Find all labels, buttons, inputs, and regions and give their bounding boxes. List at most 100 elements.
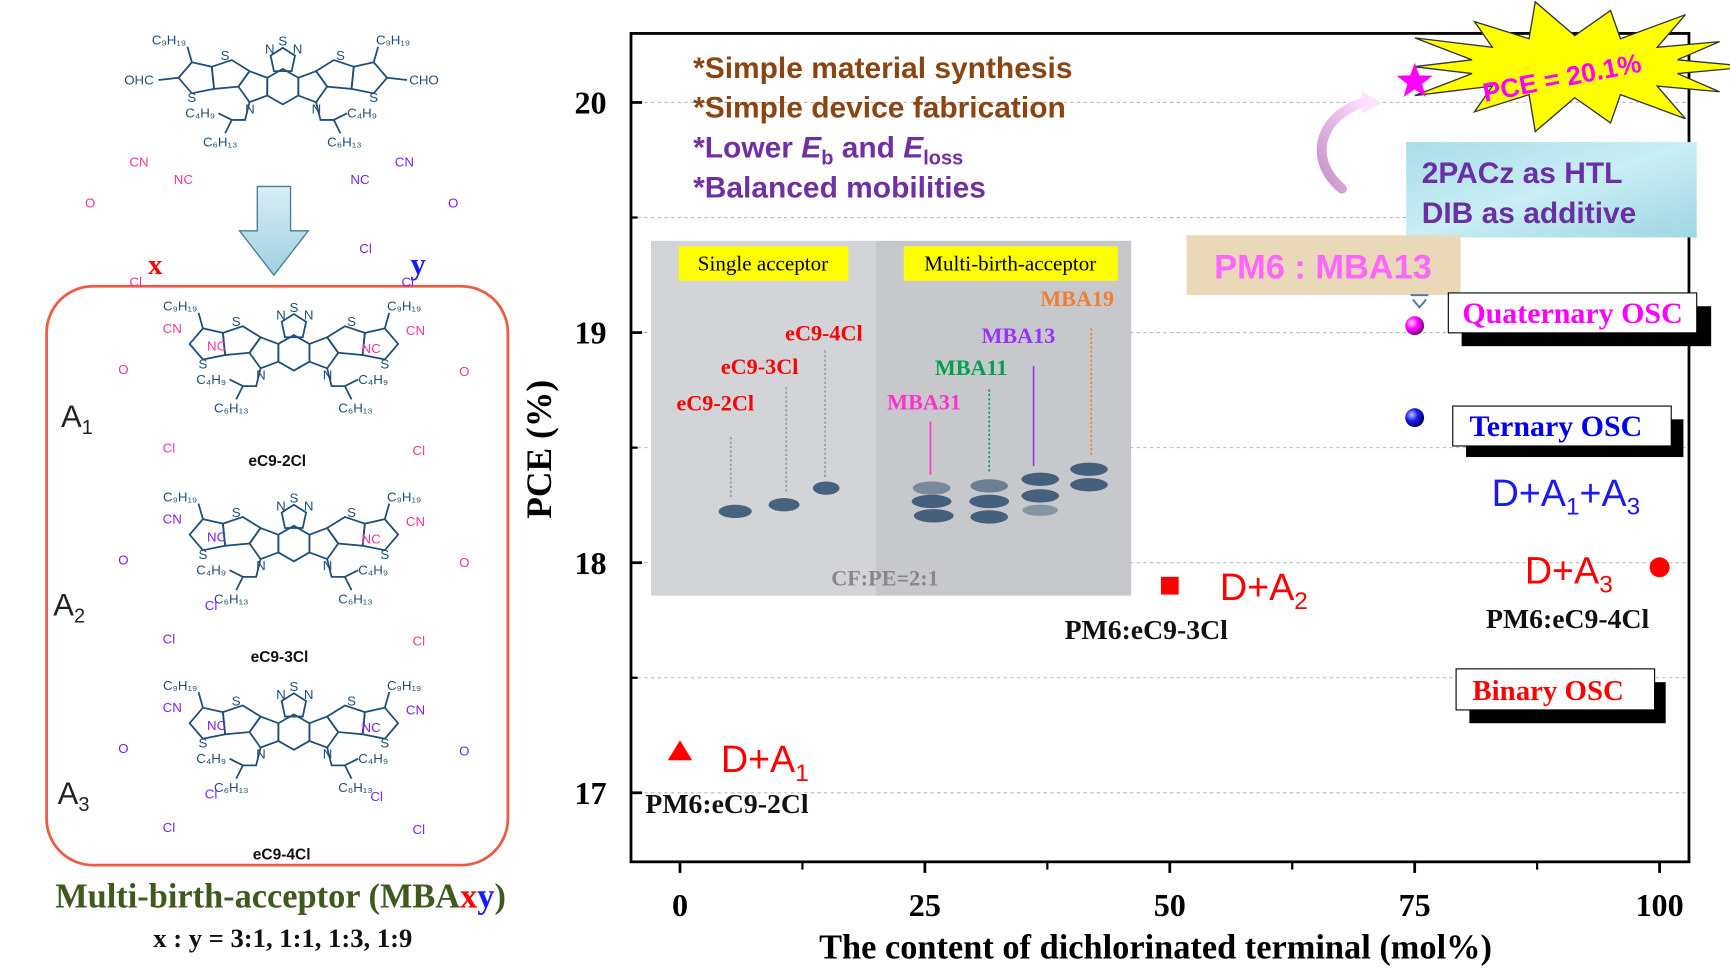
blend-box [1186, 235, 1461, 296]
cn-label: CN [406, 514, 425, 529]
data-point-circle [1649, 557, 1670, 578]
cl-label: Cl [163, 441, 176, 456]
c4h9-label: C₄H₉ [358, 563, 388, 578]
s-atom: S [380, 356, 389, 371]
aldehyde-core-structure: OHC CHO [124, 45, 439, 135]
data-point-star [1396, 62, 1433, 97]
c9h19-label: C₉H₁₉ [387, 678, 421, 693]
cn-label: CN [129, 155, 148, 170]
cn-label: CN [163, 700, 182, 715]
n-atom: N [276, 308, 286, 323]
c6h13-label: C₆H₁₃ [214, 401, 248, 416]
x-label: x [148, 249, 163, 281]
ternary-osc-label: Ternary OSC [1470, 410, 1643, 443]
s-atom: S [347, 314, 356, 329]
c4h9-label: C₄H₉ [358, 751, 388, 766]
htl-box [1406, 142, 1697, 238]
cn-label: CN [163, 321, 182, 336]
n-atom: N [323, 747, 333, 762]
c6h13-label: C₆H₁₃ [327, 135, 361, 150]
cl-label: Cl [359, 241, 372, 256]
highlight-item: *Lower Eb and Eloss [693, 132, 963, 170]
n-atom: N [304, 308, 314, 323]
n-atom: N [293, 41, 303, 56]
s-atom: S [289, 491, 298, 506]
mba-title: Multi-birth-acceptor (MBAxy) [55, 877, 506, 915]
n-atom: N [323, 367, 333, 382]
nc-label: NC [362, 720, 382, 735]
ternary-osc-tag: Ternary OSC [1452, 405, 1684, 458]
s-atom: S [232, 693, 241, 708]
curved-arrow-icon [1316, 97, 1372, 194]
highlight-item: *Simple material synthesis [693, 52, 1072, 85]
lane-label: MBA19 [1040, 286, 1114, 311]
data-points [667, 62, 1670, 761]
c4h9-label: C₄H₉ [185, 106, 215, 121]
acceptor-label: A1 [61, 399, 93, 439]
c4h9-label: C₄H₉ [196, 751, 226, 766]
nc-label: NC [174, 172, 194, 187]
cl-label: Cl [163, 820, 176, 835]
acceptor-label: A3 [58, 776, 90, 816]
acceptors-box [45, 284, 510, 867]
cl-label: Cl [205, 787, 218, 802]
y-tick-label: 17 [574, 775, 606, 811]
s-atom: S [199, 547, 208, 562]
structure-labels: NSNNNSSSSC₉H₁₉C₉H₁₉C₄H₉C₄H₉C₆H₁₃C₆H₁₃NSN… [85, 33, 469, 838]
c6h13-label: C₆H₁₃ [338, 780, 372, 795]
o-label: O [459, 364, 469, 379]
cho-label: CHO [409, 72, 439, 87]
da1-label: D+A1 [721, 738, 809, 787]
n-atom: N [276, 687, 286, 702]
o-label: O [118, 553, 128, 568]
y-axis-label: PCE (%) [519, 380, 559, 519]
s-atom: S [199, 736, 208, 751]
n-atom: N [323, 558, 333, 573]
o-label: O [118, 362, 128, 377]
cl-label: Cl [163, 631, 176, 646]
gel-bands [718, 462, 1108, 524]
c9h19-label: C₉H₁₉ [163, 299, 197, 314]
s-atom: S [336, 48, 345, 63]
o-label: O [459, 555, 469, 570]
da3-label: D+A3 [1525, 549, 1613, 598]
x-tick-label: 25 [909, 887, 941, 923]
quaternary-osc-tag: Quaternary OSC [1447, 292, 1712, 347]
s-atom: S [347, 693, 356, 708]
lane-label: eC9-3Cl [721, 354, 799, 379]
s-atom: S [221, 48, 230, 63]
n-atom: N [256, 558, 266, 573]
da1a3-label: D+A1+A3 [1492, 472, 1641, 521]
c9h19-label: C₉H₁₉ [163, 678, 197, 693]
cl-label: Cl [401, 274, 414, 289]
c9h19-label: C₉H₁₉ [163, 489, 197, 504]
s-atom: S [278, 34, 287, 49]
blend-label: PM6 : MBA13 [1214, 249, 1432, 287]
highlight-item: *Simple device fabrication [693, 92, 1066, 125]
s-atom: S [187, 90, 196, 105]
s-atom: S [380, 736, 389, 751]
chemistry-panel: OHC CHO x y A1 eC9-2Cl A2 [45, 33, 510, 953]
n-atom: N [265, 41, 275, 56]
c9h19-label: C₉H₁₉ [387, 489, 421, 504]
quaternary-osc-label: Quaternary OSC [1462, 297, 1682, 330]
cn-label: CN [406, 702, 425, 717]
lane-label: MBA13 [981, 323, 1055, 348]
s-atom: S [289, 300, 298, 315]
y-label: y [410, 246, 426, 281]
o-label: O [459, 743, 469, 758]
blend-name: PM6:eC9-4Cl [1486, 603, 1649, 634]
s-atom: S [347, 505, 356, 520]
c6h13-label: C₆H₁₃ [203, 135, 237, 150]
cl-label: Cl [370, 789, 383, 804]
c6h13-label: C₆H₁₃ [338, 591, 372, 606]
blend-name: PM6:eC9-3Cl [1065, 614, 1228, 645]
nc-label: NC [362, 341, 382, 356]
acceptor-name: eC9-2Cl [248, 453, 306, 470]
acceptor-a3: A3 eC9-4Cl [58, 691, 460, 864]
s-atom: S [232, 505, 241, 520]
small-down-arrow-icon [1410, 294, 1429, 309]
nc-label: NC [207, 339, 227, 354]
nc-label: NC [207, 718, 227, 733]
blend-name: PM6:eC9-2Cl [645, 788, 808, 819]
